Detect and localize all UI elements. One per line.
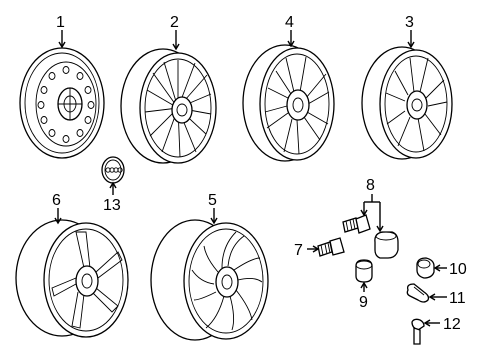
center-cap-13: [101, 156, 125, 184]
bolt-cap-9: [355, 259, 373, 283]
callout-1: 1: [56, 14, 65, 31]
callout-7: 7: [294, 242, 303, 259]
callout-6: 6: [52, 192, 61, 209]
callout-9: 9: [359, 294, 368, 311]
callout-2: 2: [170, 14, 179, 31]
locking-bolt-8a: [342, 214, 371, 234]
valve-stem-12: [411, 318, 425, 345]
wheel-2-multispoke: [120, 48, 217, 164]
clip-11: [406, 283, 430, 303]
wheel-3-five-double-spoke: [361, 46, 453, 160]
callout-12: 12: [443, 316, 461, 333]
callout-4: 4: [285, 14, 294, 31]
locking-nut-8b: [374, 231, 399, 259]
leader-lines: [54, 30, 447, 327]
callout-labels: 1 2 4 3 13 6 5 7 8 9 10 11 12: [52, 14, 467, 333]
callout-8: 8: [366, 177, 375, 194]
wheel-1-steel: [19, 47, 105, 159]
wheel-5-rotor: [150, 219, 269, 341]
callout-11: 11: [449, 290, 466, 307]
wheel-6-y-spoke: [15, 219, 129, 338]
callout-5: 5: [208, 192, 217, 209]
wheel-4-twin-spoke: [242, 44, 335, 162]
callout-13: 13: [103, 197, 121, 214]
lock-adapter-10: [416, 257, 435, 279]
callout-10: 10: [449, 261, 467, 278]
wheel-bolt-7: [317, 237, 345, 257]
callout-3: 3: [405, 14, 414, 31]
